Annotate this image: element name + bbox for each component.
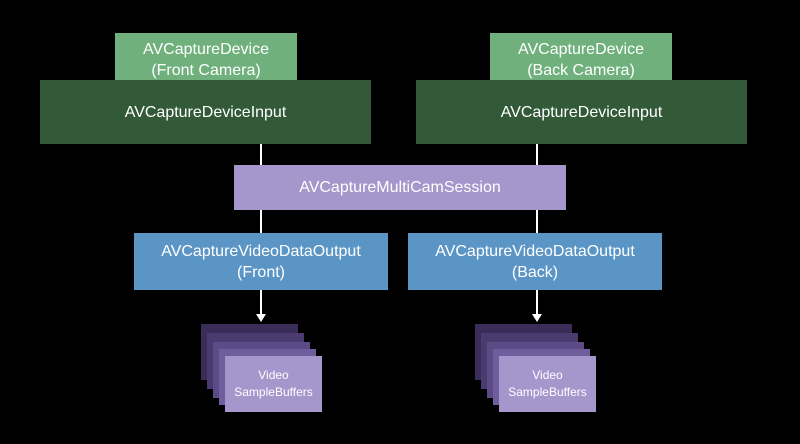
back-video-data-output-box: AVCaptureVideoDataOutput (Back) <box>408 233 662 290</box>
front-output-arrowhead <box>256 314 266 322</box>
back-buffer-label-line2: SampleBuffers <box>508 385 587 399</box>
front-sample-buffers-card: Video SampleBuffers <box>225 356 322 412</box>
session-to-front-output-line <box>260 210 262 233</box>
multicam-session-box: AVCaptureMultiCamSession <box>234 165 566 210</box>
front-output-title: AVCaptureVideoDataOutput <box>161 242 361 260</box>
back-output-to-buffers-line <box>536 290 538 315</box>
back-output-arrowhead <box>532 314 542 322</box>
back-camera-device-box: AVCaptureDevice (Back Camera) <box>490 33 672 87</box>
session-to-back-output-line <box>536 210 538 233</box>
back-device-input-label: AVCaptureDeviceInput <box>500 103 663 121</box>
back-buffer-label-line1: Video <box>532 368 563 382</box>
front-output-subtitle: (Front) <box>237 263 285 281</box>
back-output-title: AVCaptureVideoDataOutput <box>435 242 635 260</box>
front-camera-device-box: AVCaptureDevice (Front Camera) <box>115 33 297 87</box>
back-output-subtitle: (Back) <box>511 263 559 281</box>
front-device-subtitle: (Front Camera) <box>151 62 261 79</box>
multicam-session-label: AVCaptureMultiCamSession <box>299 179 501 196</box>
front-buffer-label-line1: Video <box>258 368 289 382</box>
back-device-input-box: AVCaptureDeviceInput <box>416 80 747 144</box>
front-device-input-label: AVCaptureDeviceInput <box>124 103 287 121</box>
back-device-subtitle: (Back Camera) <box>527 62 635 79</box>
back-input-to-session-line <box>536 144 538 165</box>
front-buffer-label-line2: SampleBuffers <box>234 385 313 399</box>
back-device-title: AVCaptureDevice <box>518 41 644 58</box>
front-output-to-buffers-line <box>260 290 262 315</box>
back-sample-buffers-card: Video SampleBuffers <box>499 356 596 412</box>
front-video-data-output-box: AVCaptureVideoDataOutput (Front) <box>134 233 388 290</box>
front-device-title: AVCaptureDevice <box>143 41 269 58</box>
front-device-input-box: AVCaptureDeviceInput <box>40 80 371 144</box>
front-input-to-session-line <box>260 144 262 165</box>
